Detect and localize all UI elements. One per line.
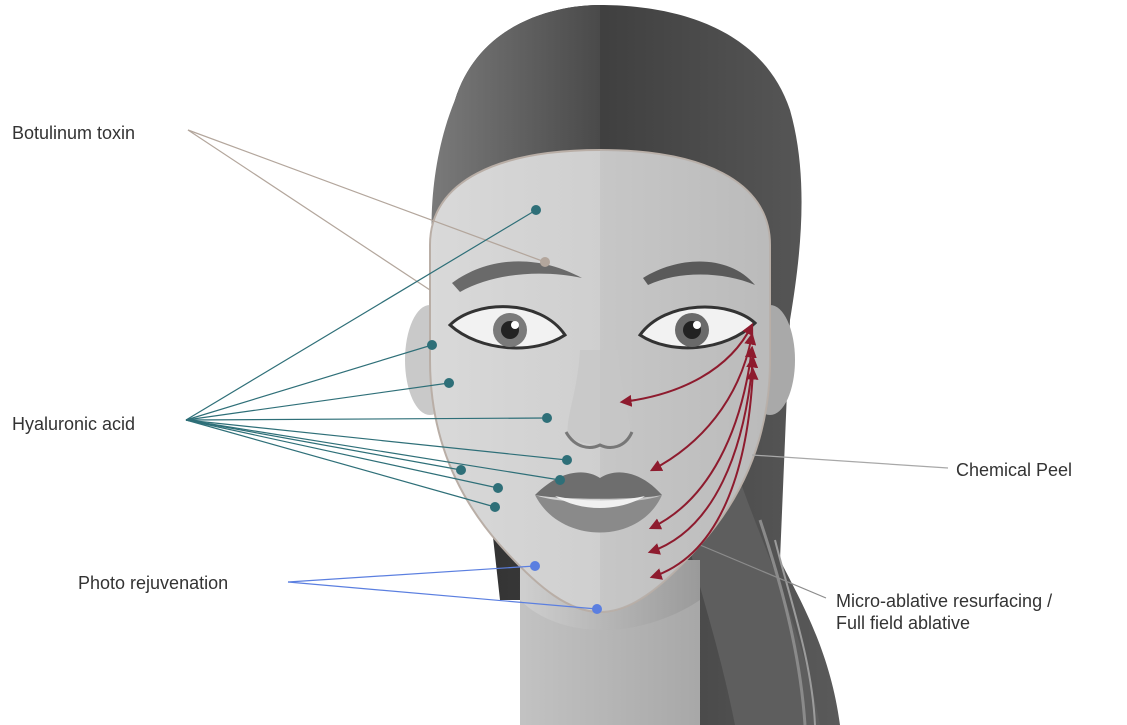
photo-point-2: [592, 604, 602, 614]
hyaluronic-acid-label: Hyaluronic acid: [12, 413, 135, 435]
botox-point: [540, 257, 550, 267]
chemical-peel-label: Chemical Peel: [956, 459, 1072, 481]
photo-point-1: [530, 561, 540, 571]
photo-rejuvenation-label: Photo rejuvenation: [78, 572, 228, 594]
botulinum-toxin-label: Botulinum toxin: [12, 122, 135, 144]
micro-ablative-label-line2: Full field ablative: [836, 612, 1052, 634]
micro-ablative-label: Micro-ablative resurfacing / Full field …: [836, 590, 1052, 634]
micro-ablative-label-line1: Micro-ablative resurfacing /: [836, 590, 1052, 612]
botox-line-2: [188, 130, 430, 290]
